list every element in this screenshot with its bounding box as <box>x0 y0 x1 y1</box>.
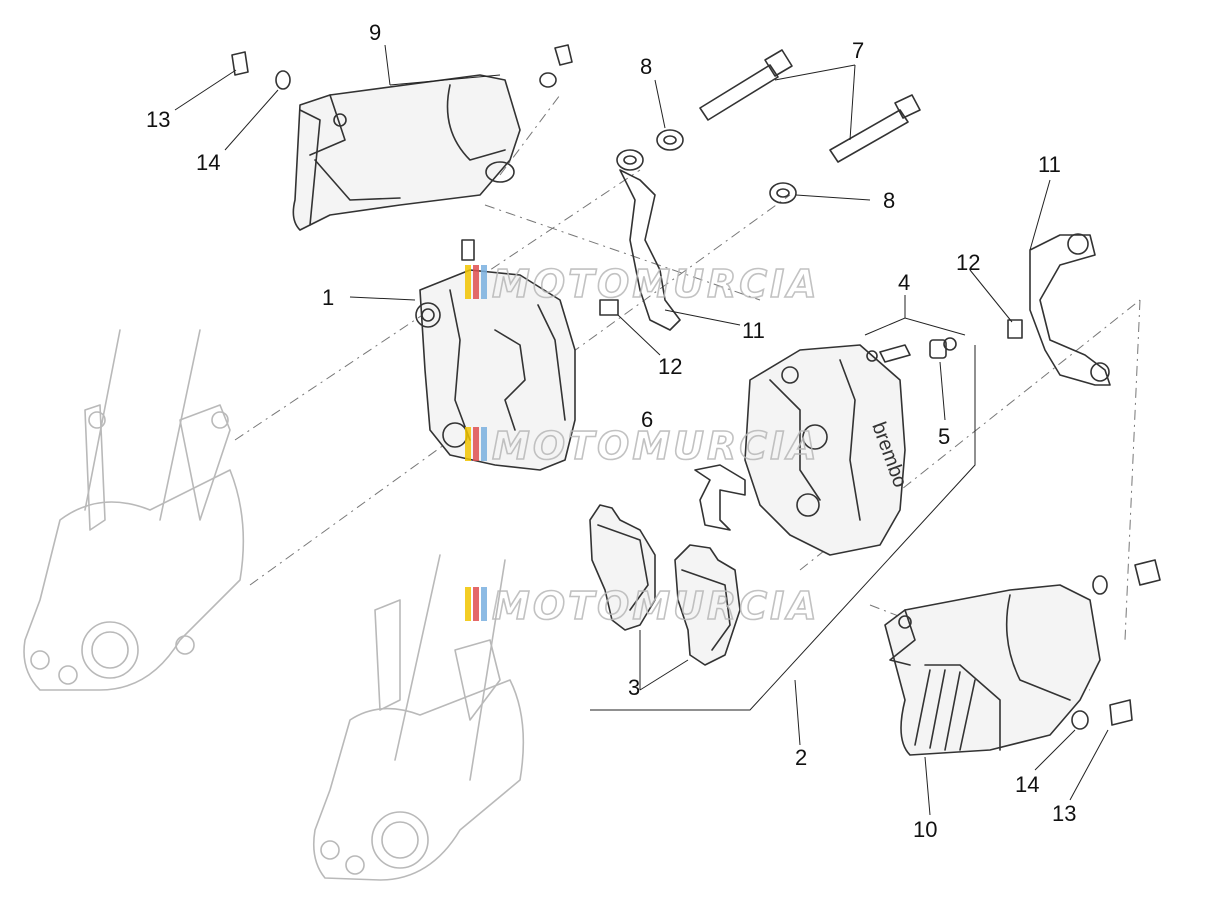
watermark-text: MOTOMURCIA <box>492 424 820 468</box>
caliper-bolts <box>699 49 921 163</box>
callout-6: 6 <box>641 407 653 432</box>
callout-8-lower: 8 <box>883 188 895 213</box>
cooling-duct-lower <box>884 584 1101 756</box>
brake-pads <box>589 504 741 666</box>
watermark-3: MOTOMURCIA <box>465 583 820 629</box>
watermark-text: MOTOMURCIA <box>492 584 820 628</box>
pad-spring <box>694 464 746 531</box>
callout-12-left: 12 <box>658 354 682 379</box>
callout-8-upper: 8 <box>640 54 652 79</box>
leader-lines <box>174 44 1109 816</box>
callout-12-right: 12 <box>956 250 980 275</box>
fork-leg-right <box>312 554 525 881</box>
callout-7: 7 <box>852 38 864 63</box>
watermark-2: MOTOMURCIA <box>465 423 820 469</box>
callout-13-lower: 13 <box>1052 801 1076 826</box>
spacers <box>616 129 797 204</box>
callout-1: 1 <box>322 285 334 310</box>
bleed-screws <box>866 337 957 363</box>
cooling-duct-upper <box>292 74 521 231</box>
callout-9: 9 <box>369 20 381 45</box>
watermark-1: MOTOMURCIA <box>465 261 820 307</box>
watermark-text: MOTOMURCIA <box>492 262 820 306</box>
bracket-right <box>1029 233 1111 386</box>
callout-14-upper: 14 <box>196 150 220 175</box>
callout-10: 10 <box>913 817 937 842</box>
callout-13-upper: 13 <box>146 107 170 132</box>
fork-leg-left <box>23 329 245 691</box>
caliper-right: brembo <box>744 344 911 556</box>
callout-5: 5 <box>938 424 950 449</box>
callout-11-left: 11 <box>742 318 765 343</box>
clips <box>599 299 1023 339</box>
callout-2: 2 <box>795 745 807 770</box>
screws-washers <box>231 44 1161 730</box>
callout-4: 4 <box>898 270 910 295</box>
callout-3: 3 <box>628 675 640 700</box>
callout-labels: 1 9 13 14 8 7 8 11 12 4 5 6 3 2 12 11 10… <box>146 20 1076 842</box>
callout-14-lower: 14 <box>1015 772 1039 797</box>
bracket-left <box>619 169 681 331</box>
caliper-left <box>415 239 576 471</box>
callout-11-right: 11 <box>1038 152 1061 177</box>
